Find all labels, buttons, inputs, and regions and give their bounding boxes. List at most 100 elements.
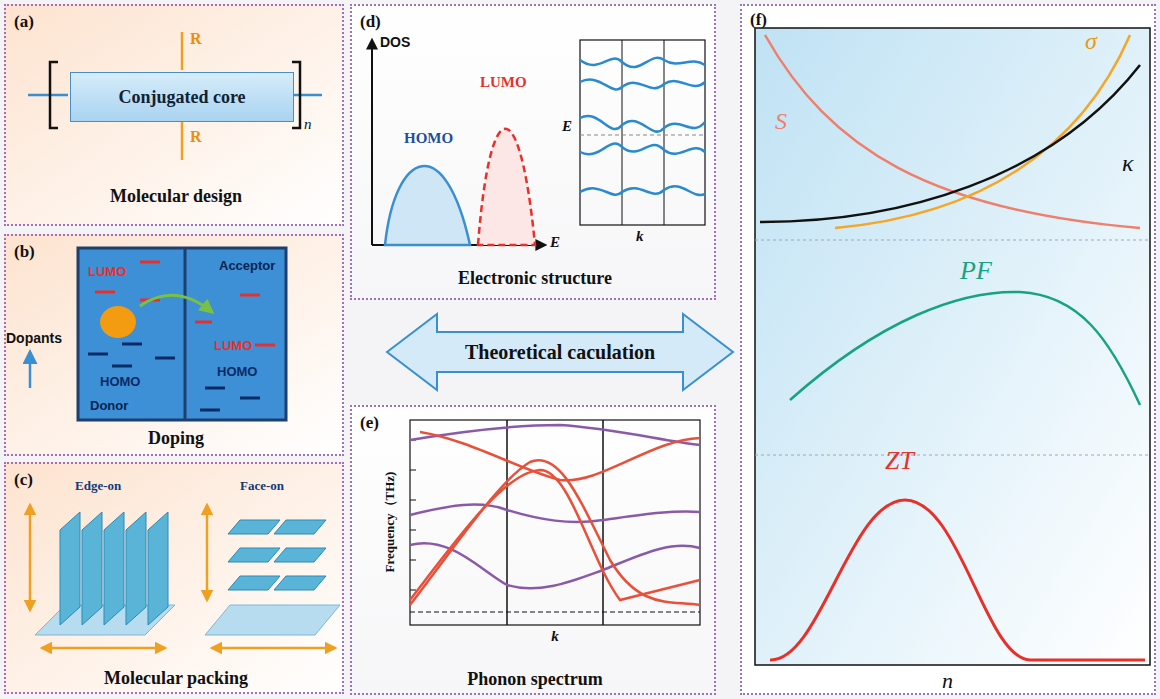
axis-label: DOS xyxy=(380,34,410,50)
branch xyxy=(410,460,700,605)
edge-on-sketch xyxy=(30,505,175,648)
side-chain xyxy=(181,32,184,70)
plot-frame xyxy=(755,28,1150,665)
zero-line xyxy=(410,612,700,613)
figure-panel: (f) xyxy=(740,4,1156,695)
branch xyxy=(410,505,700,522)
homo-level xyxy=(112,365,132,368)
panel-ground xyxy=(4,462,344,694)
curve-label: σ xyxy=(1085,28,1097,55)
thermal-conductivity-curve xyxy=(760,65,1140,222)
plate xyxy=(126,512,146,625)
panel-tag: (d) xyxy=(360,12,381,32)
tile xyxy=(228,520,280,534)
level-label: HOMO xyxy=(100,374,140,389)
lumo-level xyxy=(240,294,260,297)
panel-caption: Phonon spectrum xyxy=(467,669,603,690)
axis-label: k xyxy=(636,228,644,245)
curve-label: PF xyxy=(960,256,992,286)
homo-level xyxy=(205,387,225,390)
panel-caption: Molecular design xyxy=(110,186,242,207)
panel-tag: (f) xyxy=(750,10,767,30)
plate xyxy=(82,512,102,625)
plate xyxy=(148,512,168,625)
figure-panel: (e) Phonon spectrum xyxy=(350,405,716,695)
optical-branches xyxy=(410,425,700,588)
charge-transfer-arrow xyxy=(140,295,212,312)
level-label: HOMO xyxy=(217,364,257,379)
branch xyxy=(410,543,700,588)
level-label: LUMO xyxy=(214,338,252,353)
curve-label: ZT xyxy=(885,446,914,476)
band-label: HOMO xyxy=(404,130,453,147)
band-structure xyxy=(580,40,705,225)
dopant-arrow xyxy=(29,352,32,388)
separator xyxy=(755,240,1150,241)
tile xyxy=(274,548,326,562)
substituent-label: R xyxy=(190,128,202,146)
level-label: Acceptor xyxy=(219,258,275,273)
branch xyxy=(410,425,700,445)
divider xyxy=(184,248,187,420)
repeat-index: n xyxy=(304,116,312,133)
grid-line xyxy=(664,40,665,225)
axis-label: n xyxy=(942,668,953,694)
bands xyxy=(580,58,705,195)
branch xyxy=(420,432,700,480)
separator xyxy=(755,455,1150,456)
grid-line xyxy=(622,40,623,225)
donor-region: LUMO HOMO Donor xyxy=(80,250,187,422)
direction-arrow xyxy=(212,647,335,650)
panel-tag: (b) xyxy=(14,242,35,262)
backbone-bond xyxy=(292,94,322,97)
grid-line xyxy=(506,420,508,625)
band xyxy=(580,116,705,132)
acceptor-region: AcceptorLUMO HOMO xyxy=(187,250,288,422)
panel-ground xyxy=(4,234,344,456)
energy-levels xyxy=(88,262,275,410)
plate xyxy=(104,512,124,625)
seebeck-curve xyxy=(765,35,1140,228)
panel-tag: (e) xyxy=(360,413,379,433)
zt-curve xyxy=(770,500,1145,660)
arrow-outline xyxy=(387,314,733,390)
band-label: LUMO xyxy=(480,74,527,91)
homo-level xyxy=(155,357,175,360)
fermi-level xyxy=(580,135,705,136)
lumo-level xyxy=(255,344,275,347)
box-text: Theoretical caculation xyxy=(465,341,655,364)
plot-frame xyxy=(580,40,705,225)
acoustic-branches xyxy=(410,432,700,605)
lumo-band xyxy=(478,129,535,245)
panel-caption: Electronic structure xyxy=(458,268,612,289)
power-factor-curve xyxy=(790,292,1140,405)
dos-plot xyxy=(372,40,545,245)
homo-level xyxy=(200,409,220,412)
panel-ground xyxy=(350,4,716,300)
level-label: Donor xyxy=(90,398,128,413)
axis-label: Frequency（THz) xyxy=(381,472,399,573)
panel-caption: Doping xyxy=(148,428,204,449)
axis-label: E xyxy=(562,118,572,135)
figure-panel: (a)Molecular designConjugated core xyxy=(4,4,344,226)
homo-level xyxy=(240,397,260,400)
panel-ground xyxy=(350,405,716,695)
lumo-level xyxy=(95,291,115,294)
panel-ground xyxy=(740,4,1156,695)
double-arrow: Theoretical caculation xyxy=(385,312,735,392)
level-label: LUMO xyxy=(88,264,126,279)
lumo-level xyxy=(140,261,160,264)
homo-level xyxy=(122,343,142,346)
side-chain xyxy=(181,120,184,160)
energy-box xyxy=(78,248,286,420)
plot-frame xyxy=(410,420,700,625)
trend-plot xyxy=(755,28,1150,665)
process-box: Conjugated core xyxy=(70,72,294,122)
homo-level xyxy=(88,353,108,356)
backbone-bond xyxy=(28,94,68,97)
panel-caption: Molecular packing xyxy=(104,668,248,689)
lumo-level xyxy=(195,321,212,324)
panel-tag: (c) xyxy=(14,470,33,490)
branch xyxy=(410,470,700,600)
